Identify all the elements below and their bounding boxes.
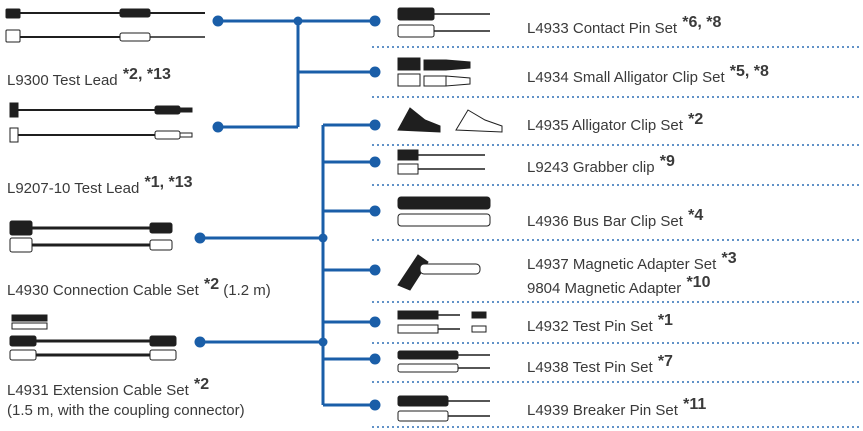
left-item-label: L9300 Test Lead *2, *13 xyxy=(7,66,171,89)
alligator-clip-icon xyxy=(397,107,503,133)
extension-cable-icon xyxy=(9,314,177,361)
test-lead-pair-icon xyxy=(9,102,193,143)
test-pin-icon xyxy=(397,350,490,373)
left-item-label: L4931 Extension Cable Set *2 xyxy=(7,376,210,399)
right-item-label: L4939 Breaker Pin Set *11 xyxy=(527,396,707,419)
left-item-label: L9207-10 Test Lead *1, *13 xyxy=(7,174,193,197)
right-item-label: L9243 Grabber clip *9 xyxy=(527,153,675,176)
cable-set-icon xyxy=(9,220,173,253)
right-item-label: L4937 Magnetic Adapter Set *3 xyxy=(527,250,737,273)
test-lead-pair-icon xyxy=(5,8,205,43)
right-item-label: L4938 Test Pin Set *7 xyxy=(527,353,673,376)
right-item-label: L4933 Contact Pin Set *6, *8 xyxy=(527,14,722,37)
bus-bar-clip-icon xyxy=(397,196,491,227)
right-item-sublabel: 9804 Magnetic Adapter *10 xyxy=(527,274,711,297)
right-item-label: L4935 Alligator Clip Set *2 xyxy=(527,111,704,134)
left-item-sublabel: (1.5 m, with the coupling connector) xyxy=(7,402,245,419)
left-item-label: L4930 Connection Cable Set *2 (1.2 m) xyxy=(7,276,271,299)
test-pin-icon xyxy=(397,310,487,334)
contact-pin-icon xyxy=(397,7,490,38)
magnetic-adapter-icon xyxy=(397,254,481,291)
grabber-clip-icon xyxy=(397,149,485,175)
separators xyxy=(372,46,860,428)
right-item-label: L4936 Bus Bar Clip Set *4 xyxy=(527,207,704,230)
connector-lines xyxy=(200,19,375,407)
connector-dots xyxy=(194,15,381,411)
small-alligator-clip-icon xyxy=(397,57,471,87)
right-item-label: L4934 Small Alligator Clip Set *5, *8 xyxy=(527,63,769,86)
breaker-pin-icon xyxy=(397,395,490,422)
right-item-label: L4932 Test Pin Set *1 xyxy=(527,312,673,335)
